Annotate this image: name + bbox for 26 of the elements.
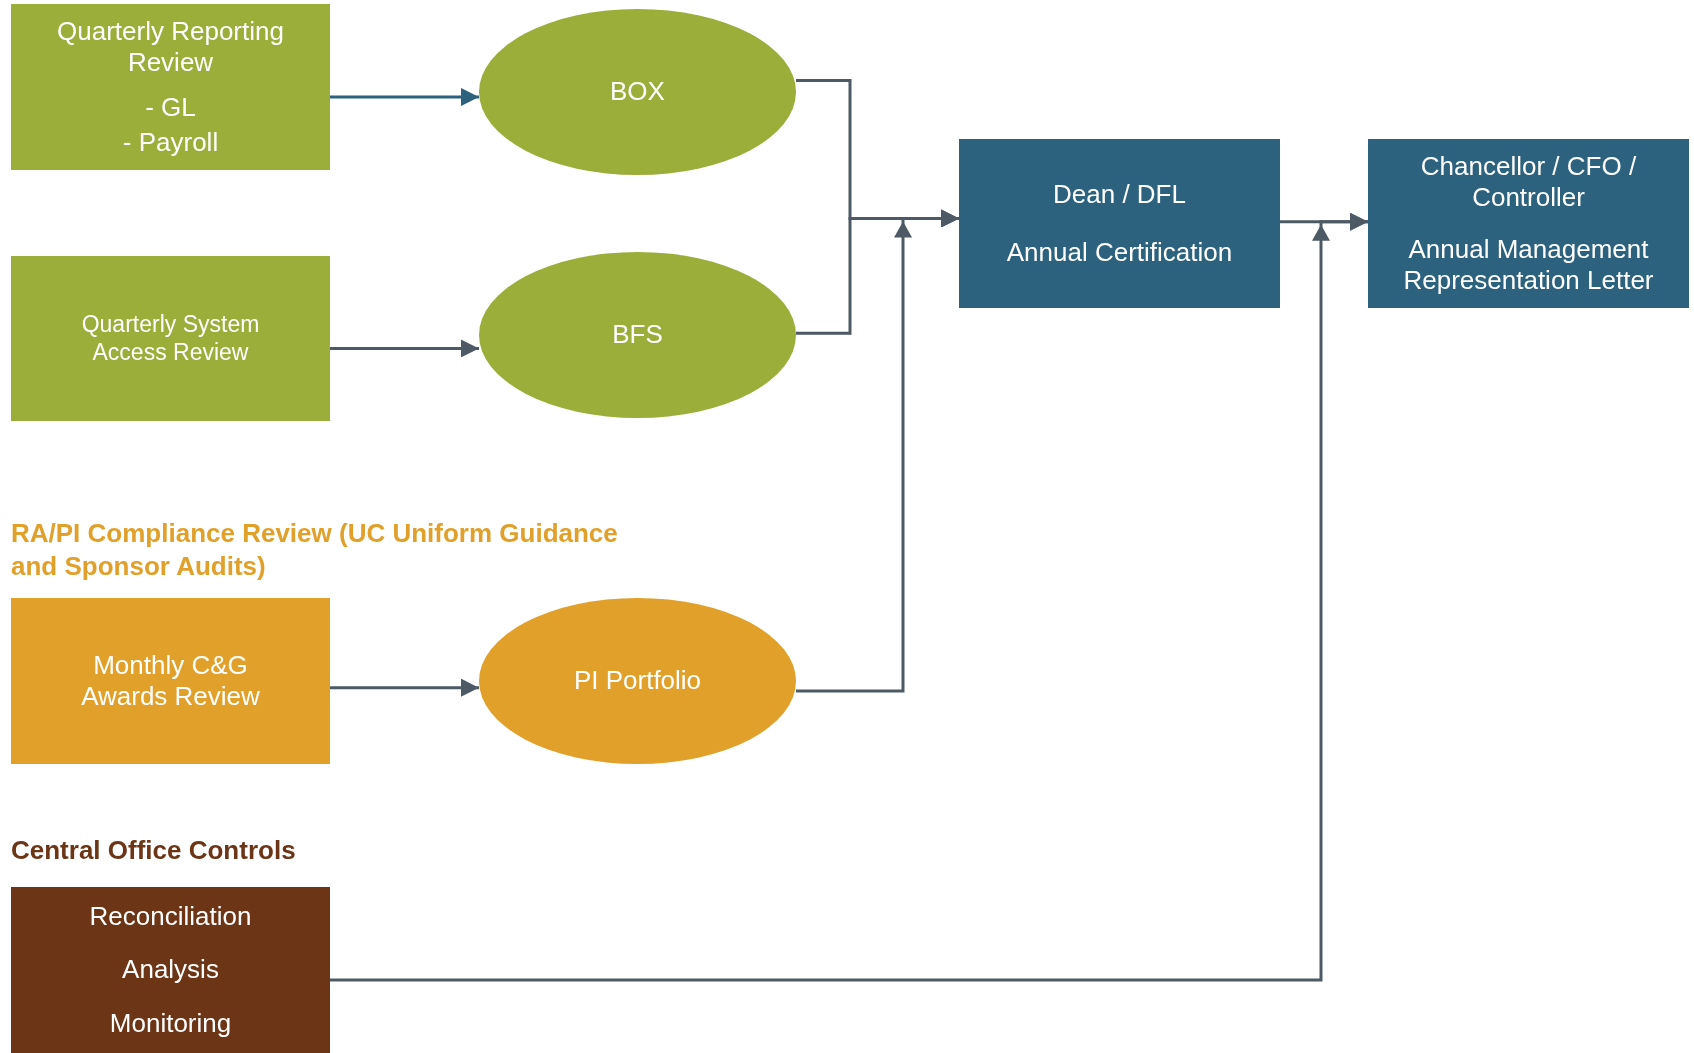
node-text: - GL: [145, 92, 196, 124]
node-text: BFS: [612, 319, 663, 351]
process-box: [959, 139, 1280, 308]
group-heading: Central Office Controls: [11, 834, 297, 867]
process-box: [11, 598, 330, 764]
node-text: Annual Management Representation Letter: [1402, 233, 1655, 296]
ellipse-node: [479, 598, 796, 764]
process-box: [11, 256, 330, 421]
node-text: Quarterly Reporting Review: [56, 15, 285, 78]
node-text: - Payroll: [122, 127, 219, 159]
node-text: Analysis: [122, 954, 219, 986]
process-box: [11, 4, 330, 170]
ellipse-node: [479, 252, 796, 418]
group-heading: RA/PI Compliance Review (UC Uniform Guidance and Sponsor Audits): [11, 517, 619, 582]
node-text: Quarterly System Access Review: [80, 310, 261, 367]
node-text: Dean / DFL: [1053, 179, 1186, 211]
node-text: Monitoring: [109, 1007, 232, 1039]
node-text: Monthly C&G Awards Review: [80, 649, 261, 713]
ellipse-node: [479, 9, 796, 175]
node-text: Chancellor / CFO / Controller: [1419, 151, 1638, 214]
node-text: PI Portfolio: [573, 665, 702, 697]
process-box: [1368, 139, 1689, 308]
process-box: [11, 887, 330, 1053]
node-text: BOX: [610, 76, 665, 108]
node-text: Annual Certification: [1006, 236, 1233, 268]
node-text: Reconciliation: [89, 901, 252, 933]
